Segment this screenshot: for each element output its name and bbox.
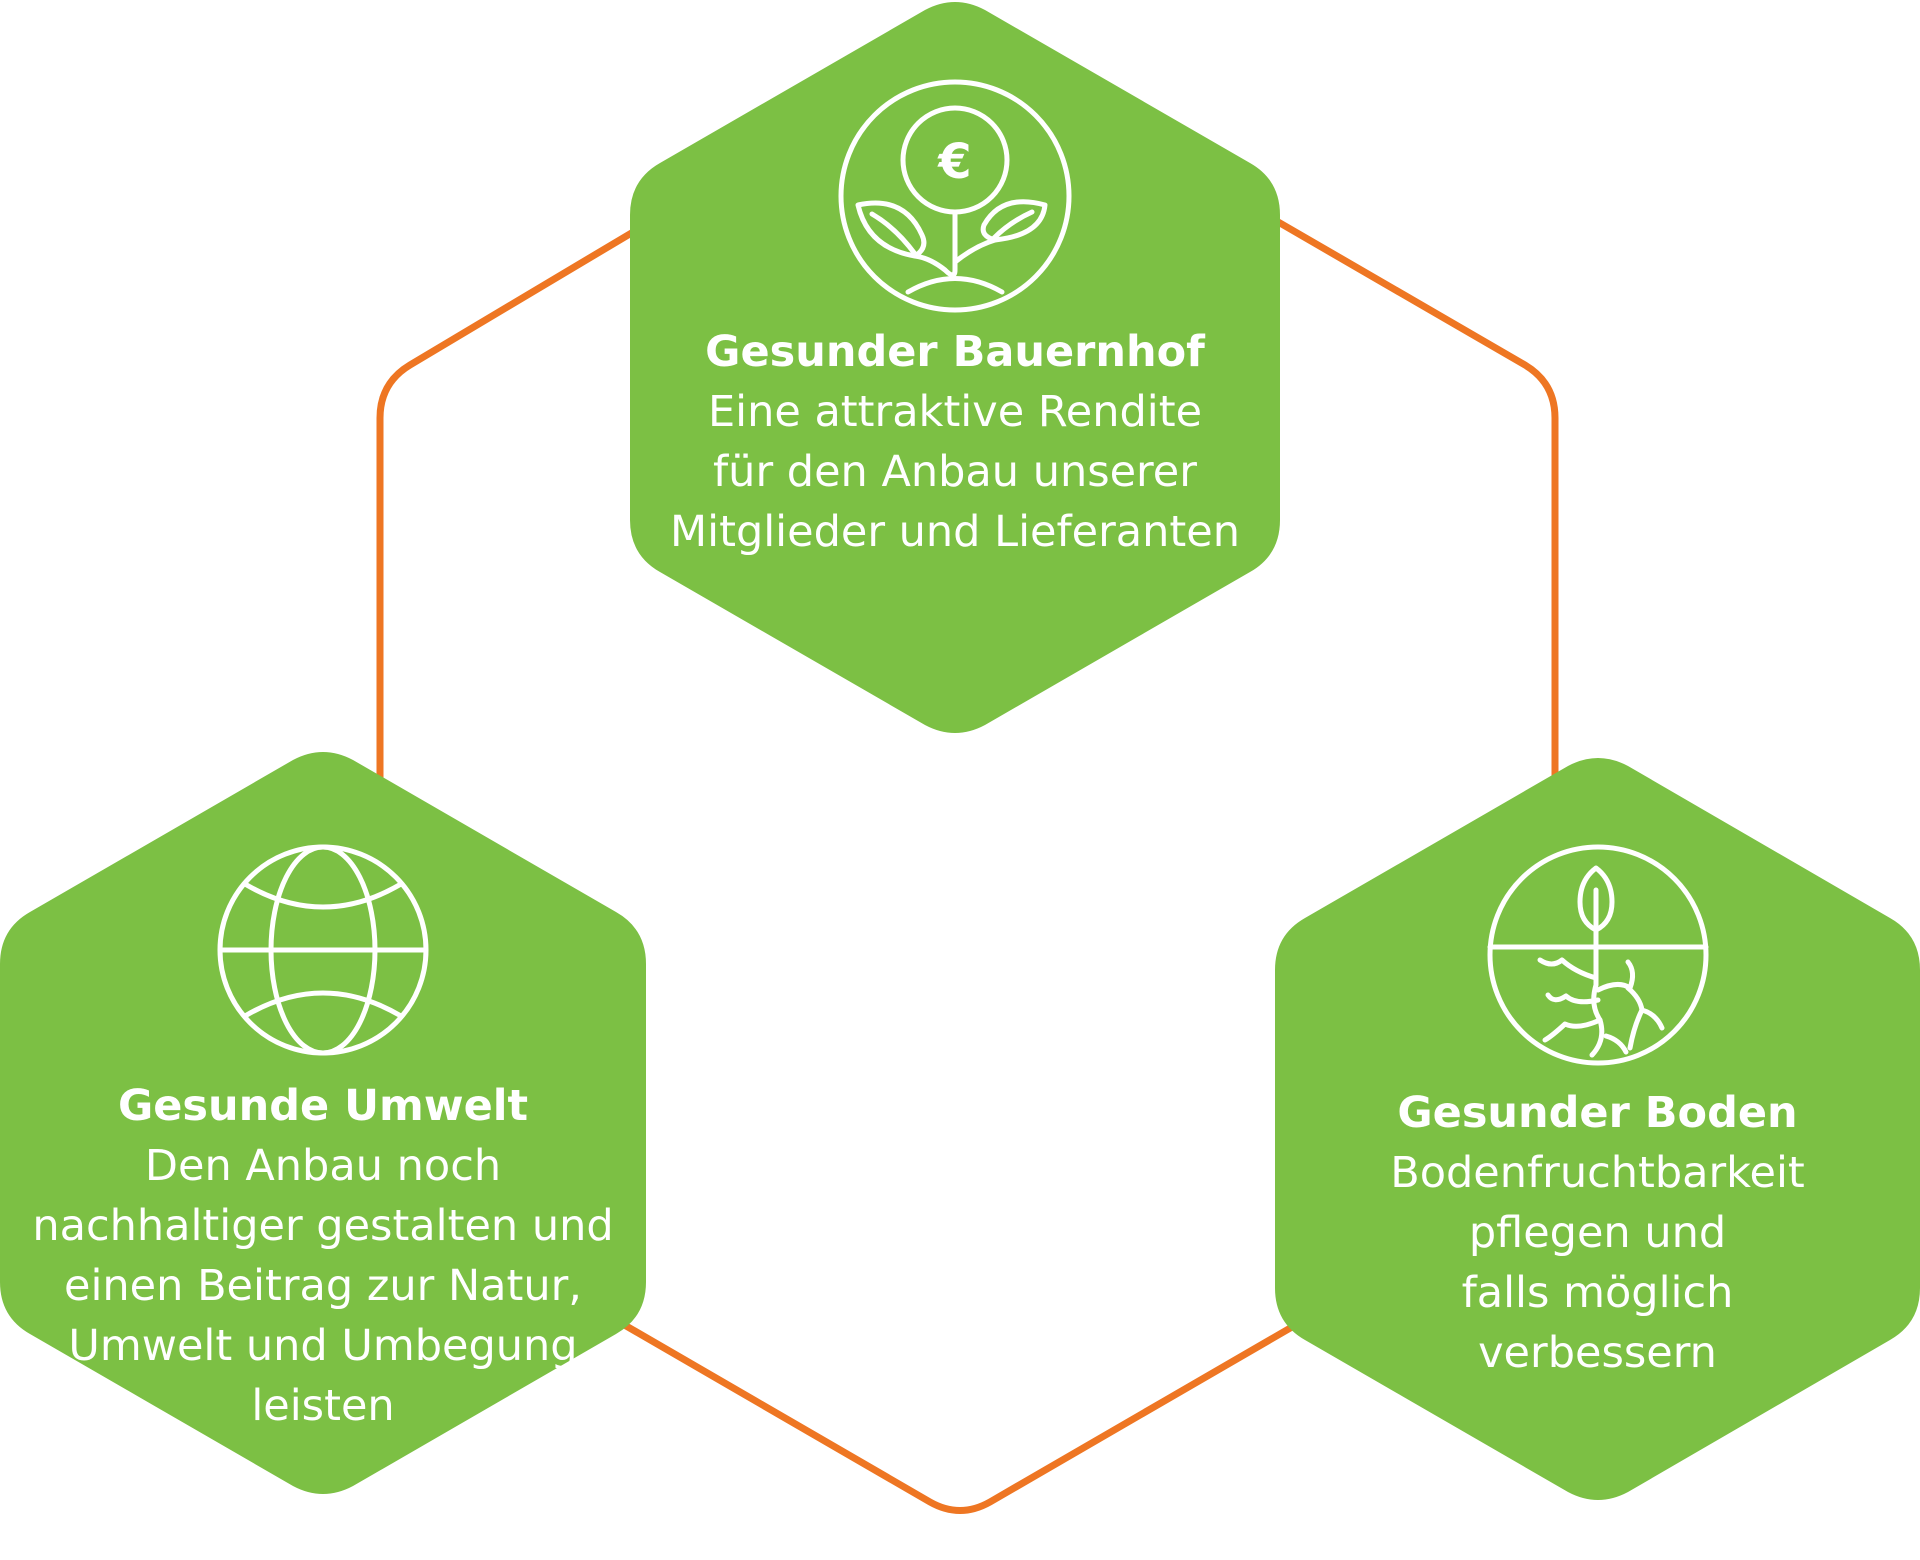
node-left-line-2: nachhaltiger gestalten und (32, 1201, 614, 1251)
node-left-line-5: leisten (251, 1381, 395, 1431)
hexagon-left (0, 752, 646, 1494)
node-right-title: Gesunder Boden (1397, 1088, 1798, 1138)
node-left-line-1: Den Anbau noch (144, 1141, 502, 1191)
node-left-title: Gesunde Umwelt (117, 1081, 529, 1131)
node-top-line-1: Eine attraktive Rendite (707, 387, 1203, 437)
node-left-text: Gesunde Umwelt Den Anbau noch nachhaltig… (0, 1076, 646, 1436)
euro-symbol: € (937, 134, 971, 190)
node-right-line-1: Bodenfruchtbarkeit (1390, 1148, 1805, 1198)
node-top-text: Gesunder Bauernhof Eine attraktive Rendi… (630, 322, 1280, 562)
connector-hexagon-outline (376, 43, 1559, 1514)
node-right-line-4: verbessern (1478, 1328, 1717, 1378)
node-left-line-4: Umwelt und Umbegung (68, 1321, 578, 1371)
hexagon-right (1275, 758, 1920, 1500)
globe-icon (217, 844, 429, 1056)
node-top-line-2: für den Anbau unserer (713, 447, 1197, 497)
euro-plant-icon: € (838, 79, 1072, 313)
node-left-line-3: einen Beitrag zur Natur, (64, 1261, 582, 1311)
node-top-title: Gesunder Bauernhof (705, 327, 1205, 377)
node-right-text: Gesunder Boden Bodenfruchtbarkeit pflege… (1275, 1083, 1920, 1383)
node-top-line-3: Mitglieder und Lieferanten (670, 507, 1240, 557)
seedling-roots-icon (1487, 844, 1709, 1066)
node-right-line-3: falls möglich (1461, 1268, 1734, 1318)
hexagon-top (630, 2, 1280, 733)
node-right-line-2: pflegen und (1468, 1208, 1727, 1258)
